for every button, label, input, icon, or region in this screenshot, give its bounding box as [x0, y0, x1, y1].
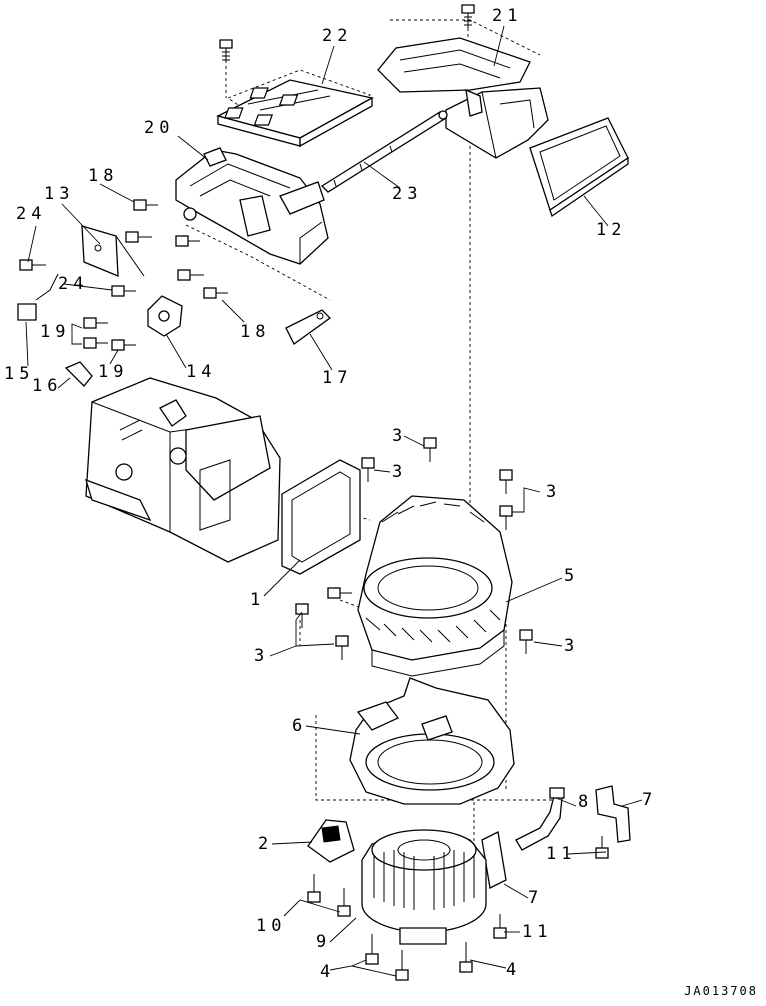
- callout-8: 8: [578, 792, 594, 812]
- callout-3-top: 3: [392, 426, 408, 446]
- callout-11-right: 11: [546, 844, 577, 864]
- callout-5: 5: [564, 566, 580, 586]
- part-14-actuator: [147, 295, 183, 337]
- part-7-bracket-right: [595, 785, 631, 843]
- callout-4-right: 4: [506, 960, 522, 980]
- part-23-link-rod: [320, 110, 448, 193]
- callout-18-upper: 18: [88, 166, 119, 186]
- callout-14: 14: [186, 362, 217, 382]
- part-8-hose: [515, 787, 565, 851]
- bolts-4: [365, 934, 473, 981]
- callout-10: 10: [256, 916, 287, 936]
- part-21-duct-assembly: [377, 37, 549, 159]
- heater-housing: [85, 377, 281, 563]
- part-2-resistor: [307, 819, 355, 863]
- callout-11-lower: 11: [522, 922, 553, 942]
- part-1-gasket: [281, 459, 361, 575]
- callout-7-center: 7: [528, 888, 544, 908]
- bolt-group-18-lower: [175, 235, 228, 299]
- bolt-24-left: [19, 259, 46, 271]
- callout-3-right: 3: [546, 482, 562, 502]
- callout-19-lower: 19: [98, 362, 129, 382]
- callout-24-left: 24: [16, 204, 47, 224]
- callout-17: 17: [322, 368, 353, 388]
- callout-23: 23: [392, 184, 423, 204]
- callout-4-left: 4: [320, 962, 336, 982]
- callout-16: 16: [32, 376, 63, 396]
- callout-19-upper: 19: [40, 322, 71, 342]
- callout-21: 21: [492, 6, 523, 26]
- bolt-top-right: [461, 4, 475, 28]
- callout-3-left: 3: [254, 646, 270, 666]
- callout-6: 6: [292, 716, 308, 736]
- bolts-10: [307, 874, 351, 917]
- callout-9: 9: [316, 932, 332, 952]
- callout-22: 22: [322, 26, 353, 46]
- callout-3-mid: 3: [392, 462, 408, 482]
- part-12-filter-frame: [529, 117, 629, 218]
- callout-15: 15: [4, 364, 35, 384]
- part-9-blower-fan: [361, 829, 487, 945]
- leader-lines: [25, 25, 643, 977]
- part-15-connector: [17, 273, 59, 321]
- callout-13: 13: [44, 184, 75, 204]
- callout-1: 1: [250, 590, 266, 610]
- part-22-filter-tray: [216, 79, 374, 148]
- part-17-lever: [285, 309, 331, 345]
- bolts-11: [493, 836, 609, 939]
- part-13-bracket: [81, 225, 145, 277]
- part-20-upper-housing: [175, 147, 329, 265]
- callout-3-lower-right: 3: [564, 636, 580, 656]
- callout-2: 2: [258, 834, 274, 854]
- part-7-bracket-center: [481, 831, 507, 889]
- bolt-top-left: [219, 39, 233, 62]
- callout-18-lower: 18: [240, 322, 271, 342]
- bolt-group-19: [83, 317, 136, 351]
- part-16-clip: [64, 361, 93, 387]
- bolt-group-18-upper: [125, 199, 158, 243]
- bolt-24-right: [111, 285, 136, 297]
- part-5-blower-case-upper: [357, 495, 513, 677]
- callout-24-right: 24: [58, 274, 89, 294]
- drawing-code: JA013708: [684, 984, 758, 998]
- callout-12: 12: [596, 220, 627, 240]
- callout-7-right: 7: [642, 790, 658, 810]
- part-6-blower-case-lower: [349, 677, 515, 805]
- callout-20: 20: [144, 118, 175, 138]
